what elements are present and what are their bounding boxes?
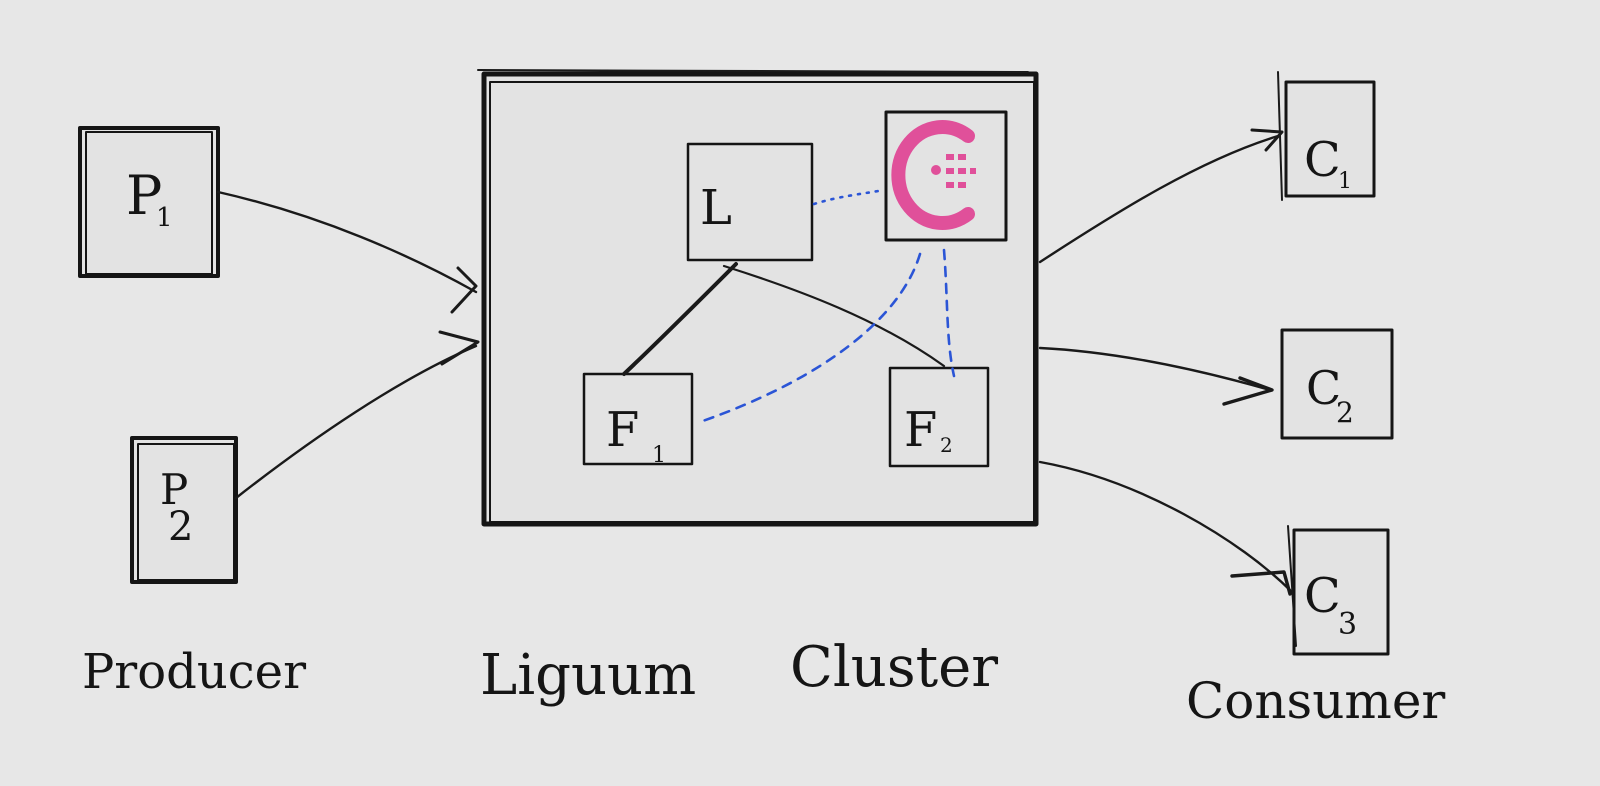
producer-p2-subscript: 2 — [168, 504, 193, 550]
consumer-c1-subscript: 1 — [1338, 169, 1352, 194]
coordinator-to-f1-link — [698, 252, 922, 424]
producer-p1-label: P — [126, 164, 162, 227]
follower-f1-label: F — [606, 402, 639, 458]
follower-f2-subscript: 2 — [940, 433, 953, 457]
p2-arrowhead — [438, 330, 480, 366]
producer-p2-label: P — [160, 465, 188, 514]
leader-to-f1-link — [622, 262, 738, 376]
leader-node: L — [686, 142, 814, 262]
consumer-c2-subscript: 2 — [1336, 396, 1354, 429]
consumer-c3-label: C — [1304, 568, 1341, 624]
cluster-to-c2-arrow — [1038, 346, 1272, 392]
consumer-c2-label: C — [1306, 361, 1341, 415]
p2-to-cluster-arrow — [234, 344, 478, 500]
c1-arrowhead — [1250, 128, 1284, 152]
consumer-c3-subscript: 3 — [1338, 607, 1357, 642]
cluster-to-c1-arrow — [1038, 134, 1280, 264]
consumer-c1-label: C — [1304, 132, 1341, 188]
producer-p1-subscript: 1 — [156, 203, 173, 233]
cluster-caption-right: Cluster — [790, 635, 998, 700]
consul-logo-icon — [891, 120, 976, 230]
follower-f2-node: F 2 — [888, 366, 990, 468]
follower-f2-label: F — [904, 402, 937, 458]
leader-label: L — [700, 180, 732, 236]
follower-f1-subscript: 1 — [652, 443, 666, 468]
producer-p2-node: P 2 — [130, 436, 238, 584]
producer-caption: Producer — [82, 644, 306, 700]
leader-to-coordinator-link — [812, 188, 886, 206]
coordinator-node — [884, 110, 1008, 242]
c2-arrowhead — [1222, 376, 1274, 406]
consumer-c1-node: C 1 — [1277, 71, 1376, 201]
consumer-c2-node: C 2 — [1280, 328, 1394, 440]
coordinator-to-f2-link — [942, 248, 956, 378]
p1-arrowhead — [450, 266, 478, 314]
p1-to-cluster-arrow — [216, 190, 478, 294]
cluster-caption-left: Liguum — [480, 643, 696, 708]
consumer-caption: Consumer — [1186, 672, 1445, 730]
cluster-to-c3-arrow — [1038, 460, 1294, 594]
c3-arrowhead — [1230, 570, 1292, 596]
follower-f1-node: F 1 — [582, 372, 694, 468]
producer-p1-node: P 1 — [78, 126, 220, 278]
consumer-c3-node: C 3 — [1287, 525, 1390, 656]
leader-to-f2-link — [722, 264, 946, 368]
